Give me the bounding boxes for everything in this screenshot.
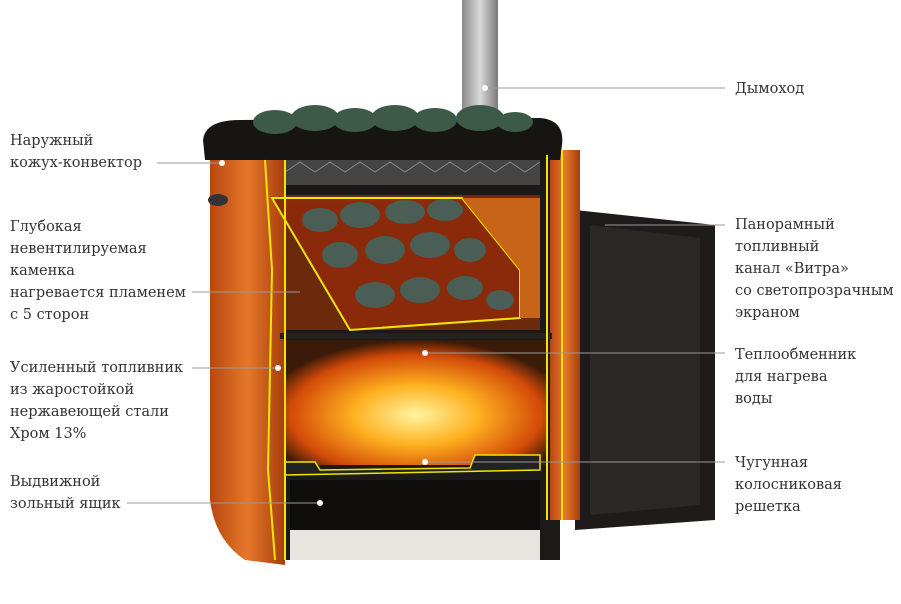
label-firebox: Усиленный топливник из жаростойкой нержа…: [10, 357, 183, 445]
outer-casing: [210, 145, 285, 565]
label-line: Глубокая: [10, 219, 82, 235]
label-line: Теплообменник: [735, 347, 857, 363]
label-heat-exchanger: Теплообменник для нагрева воды: [735, 344, 856, 410]
label-line: Дымоход: [735, 81, 805, 97]
label-line: со светопрозрачным: [735, 283, 894, 299]
label-line: топливный: [735, 239, 820, 255]
label-line: из жаростойкой: [10, 382, 135, 398]
label-line: для нагрева: [735, 369, 828, 385]
label-line: Усиленный топливник: [10, 360, 184, 376]
label-line: экраном: [735, 305, 800, 321]
label-ash-drawer: Выдвижной зольный ящик: [10, 471, 121, 515]
label-line: каменка: [10, 263, 75, 279]
label-line: нержавеющей стали: [10, 404, 169, 420]
label-line: Хром 13%: [10, 426, 87, 442]
label-line: колосниковая: [735, 477, 842, 493]
top-stones: [253, 105, 533, 134]
label-line: с 5 сторон: [10, 307, 90, 323]
mesh-grid: [285, 160, 540, 185]
label-chimney: Дымоход: [735, 78, 804, 100]
label-line: Наружный: [10, 133, 94, 149]
label-line: нагревается пламенем: [10, 285, 186, 301]
label-line: Чугунная: [735, 455, 808, 471]
firebox: [285, 340, 547, 465]
label-line: воды: [735, 391, 773, 407]
chimney-pipe: [462, 0, 498, 115]
label-deep-heater: Глубокая невентилируемая каменка нагрева…: [10, 216, 186, 326]
label-grate: Чугунная колосниковая решетка: [735, 452, 842, 518]
label-line: зольный ящик: [10, 496, 121, 512]
grate: [284, 454, 541, 476]
label-line: невентилируемая: [10, 241, 147, 257]
label-line: Панорамный: [735, 217, 835, 233]
label-line: канал «Витра»: [735, 261, 849, 277]
label-fuel-channel: Панорамный топливный канал «Витра» со св…: [735, 214, 894, 324]
pointer-dots: [219, 85, 488, 506]
label-line: кожух-конвектор: [10, 155, 143, 171]
label-line: Выдвижной: [10, 474, 101, 490]
label-line: решетка: [735, 499, 801, 515]
label-outer-casing: Наружный кожух-конвектор: [10, 130, 142, 174]
